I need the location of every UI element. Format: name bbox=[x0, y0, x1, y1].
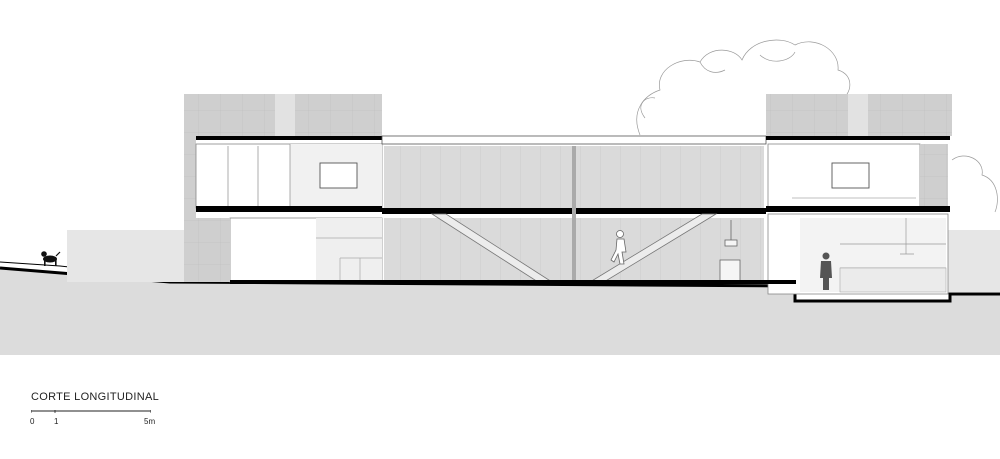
bridge-roof bbox=[381, 135, 767, 145]
drawing-title: CORTE LONGITUDINAL bbox=[31, 391, 160, 403]
window-frame-right bbox=[831, 162, 870, 189]
scale-label-0: 0 bbox=[30, 417, 35, 426]
window-frame bbox=[319, 162, 358, 189]
dog-figure bbox=[41, 251, 61, 266]
ground-floor-slab bbox=[230, 280, 796, 284]
left-boundary-wall bbox=[67, 230, 185, 282]
scale-bar bbox=[31, 410, 151, 413]
scale-label-1: 1 bbox=[54, 417, 59, 426]
person-figure bbox=[610, 230, 627, 265]
right-boundary-wall bbox=[948, 230, 1000, 292]
scale-label-5m: 5m bbox=[144, 417, 156, 426]
standing-person bbox=[820, 252, 832, 290]
ground-fill bbox=[0, 268, 1000, 355]
